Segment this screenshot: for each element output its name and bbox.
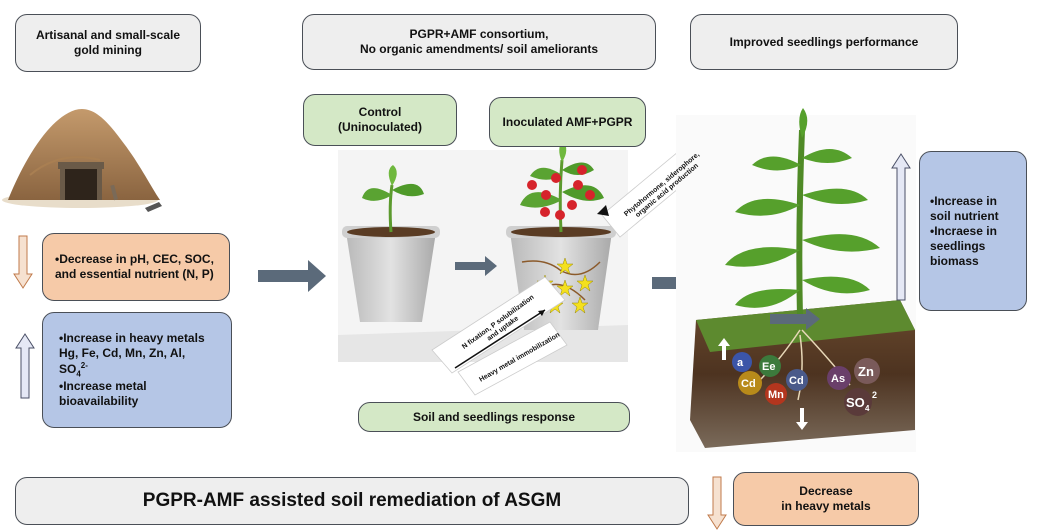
heavy-metals-line2: Hg, Fe, Cd, Mn, Zn, Al, xyxy=(59,345,186,360)
svg-text:a: a xyxy=(737,357,744,369)
heavy-metals-box: •Increase in heavy metals Hg, Fe, Cd, Mn… xyxy=(42,312,232,428)
ion-as: As xyxy=(831,373,845,385)
arrow-to-pots xyxy=(258,260,326,292)
so4-base: SO xyxy=(59,361,77,376)
so4-sub: 4 xyxy=(76,369,81,379)
ion-ee: Ee xyxy=(762,361,775,373)
mine-mound-illustration xyxy=(2,108,162,212)
decrease-heavy-metals-box: Decrease in heavy metals xyxy=(733,472,919,526)
heavy-metals-text: •Increase in heavy metals Hg, Fe, Cd, Mn… xyxy=(59,331,221,409)
control-box: Control (Uninoculated) xyxy=(303,94,457,146)
up-arrow-right xyxy=(891,153,911,301)
asgm-box: Artisanal and small-scale gold mining xyxy=(15,14,201,72)
remediation-title-box: PGPR-AMF assisted soil remediation of AS… xyxy=(15,477,689,525)
heavy-metals-line3: SO42- xyxy=(59,361,221,379)
decrease-soil-quality-box: •Decrease in pH, CEC, SOC, and essential… xyxy=(42,233,230,301)
heavy-metals-line4: •Increase metal xyxy=(59,379,147,394)
ion-cd-left: Cd xyxy=(741,378,756,390)
ion-zn: Zn xyxy=(858,364,874,379)
improved-performance-box: Improved seedlings performance xyxy=(690,14,958,70)
ion-so: SO xyxy=(846,395,865,410)
seedling-soil-illustration: a Ee Cd Cd Mn As Zn SO 4 2 xyxy=(676,108,916,452)
so4-sup: 2- xyxy=(80,360,88,370)
pots-illustration xyxy=(338,140,709,396)
soil-response-box: Soil and seedlings response xyxy=(358,402,630,432)
heavy-metals-line1: •Increase in heavy metals xyxy=(59,330,205,345)
inoculated-box: Inoculated AMF+PGPR xyxy=(489,97,646,147)
heavy-metals-line5: bioavailability xyxy=(59,394,139,409)
down-arrow-bottom xyxy=(707,476,727,530)
nutrient-biomass-box: •Increase in soil nutrient •Incraese in … xyxy=(919,151,1027,311)
ion-mn: Mn xyxy=(768,389,784,401)
ion-cd-right: Cd xyxy=(789,375,804,387)
ion-so-sub: 4 xyxy=(865,404,870,413)
ion-so-sup: 2 xyxy=(872,390,877,400)
red-dots xyxy=(527,165,595,220)
up-arrow-left xyxy=(15,333,35,399)
ion-bubbles: a Ee Cd Cd Mn As Zn SO 4 2 xyxy=(732,352,880,416)
down-arrow-left xyxy=(13,235,33,289)
consortium-box: PGPR+AMF consortium, No organic amendmen… xyxy=(302,14,656,70)
